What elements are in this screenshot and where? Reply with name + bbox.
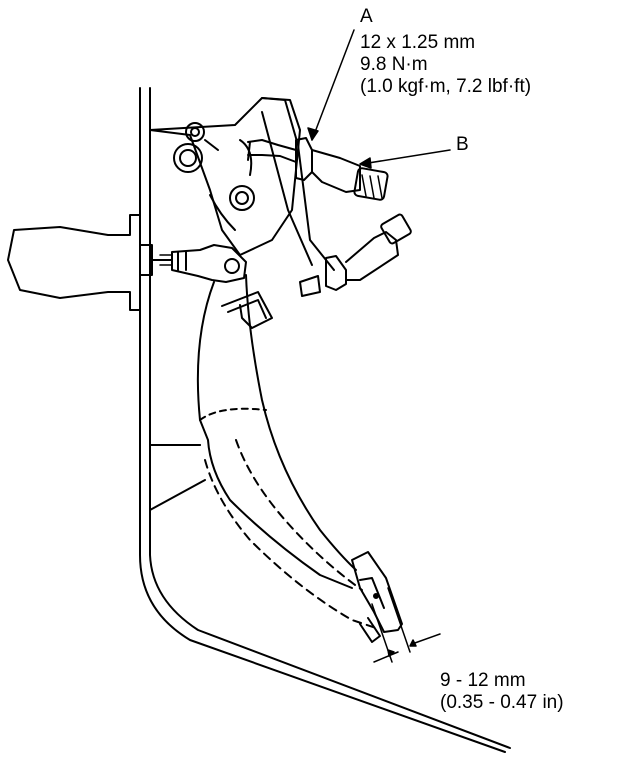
pivot-bolts <box>173 122 255 211</box>
pedal-arm-dashed <box>204 439 377 629</box>
pedal-arm-upper <box>247 97 335 271</box>
pedal-arm <box>196 274 357 589</box>
free-play-dimension <box>371 587 441 663</box>
callout-a-bolt-size: 12 x 1.25 mm <box>360 32 476 53</box>
free-play-in: (0.35 - 0.47 in) <box>440 692 564 713</box>
firewall-panel <box>139 87 511 753</box>
callout-a-letter: A <box>360 6 373 27</box>
callout-b-letter: B <box>456 134 469 155</box>
lower-switch <box>299 213 412 297</box>
callout-a-torque-nm: 9.8 N·m <box>360 54 428 75</box>
free-play-label: 9 - 12 mm (0.35 - 0.47 in) <box>440 670 564 714</box>
leader-lines <box>307 29 451 169</box>
pedal-bracket <box>149 97 301 446</box>
brake-light-switch <box>295 137 389 201</box>
callout-a-torque-imperial: (1.0 kgf·m, 7.2 lbf·ft) <box>360 76 532 97</box>
pushrod-clevis <box>171 244 247 283</box>
spring-clip <box>221 291 273 329</box>
free-play-mm: 9 - 12 mm <box>440 670 526 691</box>
callout-a-torque-spec: 12 x 1.25 mm 9.8 N·m (1.0 kgf·m, 7.2 lbf… <box>360 32 531 98</box>
pedal-pad <box>351 551 403 643</box>
booster-body <box>7 214 173 311</box>
